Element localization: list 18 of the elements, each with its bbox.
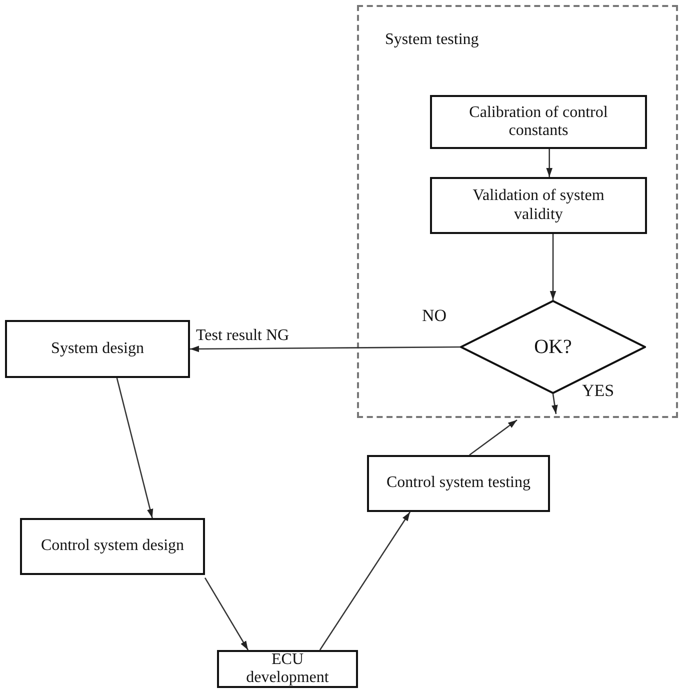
dashed-group-frame [357, 5, 678, 418]
process-box: Calibration of control constants [430, 95, 647, 149]
branch-label: NO [422, 306, 447, 326]
arrow [190, 346, 460, 352]
arrow [204, 578, 249, 650]
process-box: Validation of system validity [430, 177, 647, 234]
arrow [546, 149, 552, 177]
process-box: Control system design [20, 518, 205, 575]
branch-label: YES [582, 381, 614, 401]
arrow [116, 378, 154, 518]
arrow [552, 394, 558, 414]
arrow [550, 234, 556, 300]
process-box: System design [5, 320, 190, 378]
arrow [469, 419, 518, 456]
process-box: Control system testing [367, 455, 550, 512]
arrow [319, 512, 411, 650]
group-title: System testing [385, 31, 479, 49]
process-box: ECU development [217, 650, 358, 688]
